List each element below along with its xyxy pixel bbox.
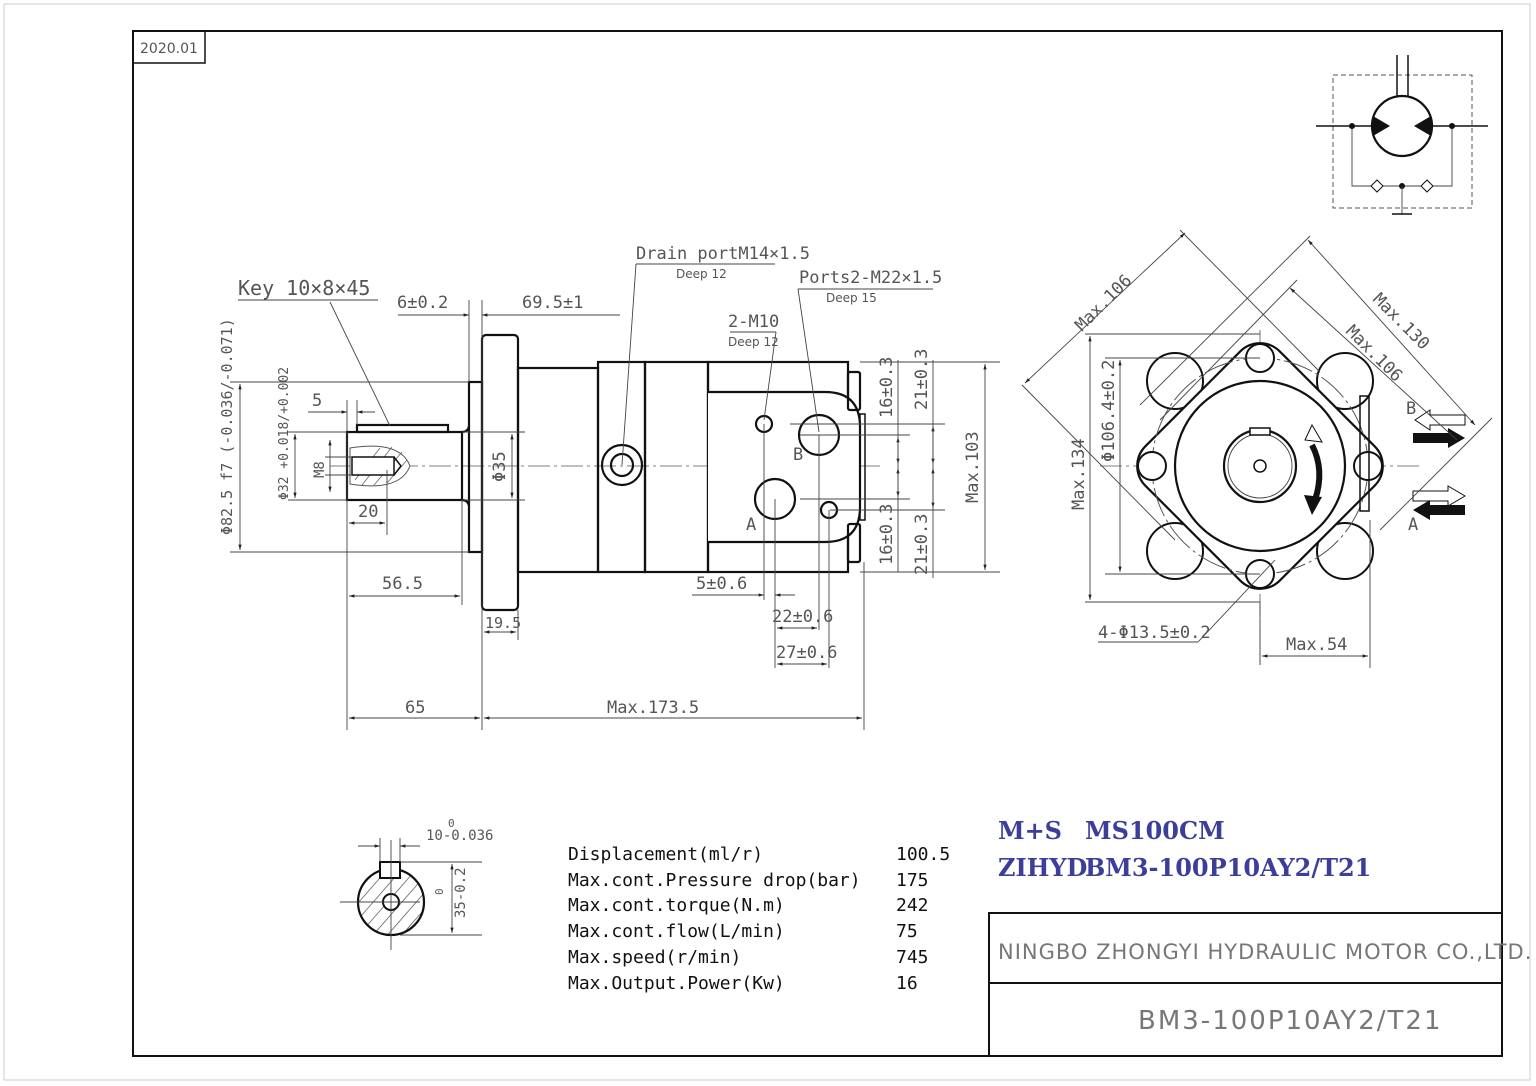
spec-label: Max.cont.Pressure drop(bar) (568, 870, 861, 891)
dim-65: 65 (405, 698, 425, 718)
key-section-view: 0 10-0.036 0 35-0.2 (340, 817, 493, 950)
spec-value: 16 (896, 973, 918, 994)
spec-row: Max.cont.torque(N.m) 242 (568, 895, 929, 916)
dim-max134: Max.134 (1069, 438, 1089, 510)
dim-21-bottom: 21±0.3 (912, 514, 932, 575)
dim-max54: Max.54 (1286, 635, 1347, 655)
spec-value: 242 (896, 895, 929, 916)
dim-dia106: Φ106.4±0.2 (1099, 360, 1119, 462)
drain-deep-label: Deep 12 (676, 267, 727, 281)
dim-20: 20 (358, 502, 378, 522)
spec-row: Max.Output.Power(Kw) 16 (568, 973, 918, 994)
spec-row: Displacement(ml/r) 100.5 (568, 844, 950, 865)
spec-label: Displacement(ml/r) (568, 844, 763, 865)
dim-16-top: 16±0.3 (877, 357, 897, 418)
pilot (467, 380, 484, 554)
dim-5: 5 (312, 391, 322, 411)
brand-1: M+S (998, 816, 1062, 845)
key-width: 10-0.036 (426, 828, 493, 844)
side-view: B A (218, 244, 1000, 730)
front-port-a-label: A (1408, 515, 1418, 535)
date-box (132, 30, 206, 64)
company-name: NINGBO ZHONGYI HYDRAULIC MOTOR CO.,LTD. (998, 940, 1532, 964)
dim-69-5: 69.5±1 (522, 293, 583, 313)
key-label: Key 10×8×45 (238, 276, 370, 300)
dim-32: Φ32 +0.018/+0.002 (277, 367, 292, 500)
part-number: BM3-100P10AY2/T21 (1138, 1006, 1443, 1036)
spec-row: Max.cont.flow(L/min) 75 (568, 921, 918, 942)
spec-value: 745 (896, 947, 929, 968)
spec-value: 75 (896, 921, 918, 942)
port-a-label: A (746, 515, 756, 535)
ports-deep-label: Deep 15 (826, 291, 877, 305)
shaft-thread-section (349, 445, 411, 487)
ports-label: Ports2-M22×1.5 (799, 268, 942, 288)
dim-5-06: 5±0.6 (696, 574, 747, 594)
dim-173-5: Max.173.5 (607, 698, 699, 718)
hydraulic-symbol-icon (1316, 55, 1488, 215)
dim-27: 27±0.6 (776, 643, 837, 663)
spec-label: Max.speed(r/min) (568, 947, 741, 968)
dim-19-5: 19.5 (485, 614, 521, 632)
spec-table: Displacement(ml/r) 100.5 Max.cont.Pressur… (568, 844, 950, 994)
page-border (3, 3, 1531, 1081)
dim-103: Max.103 (963, 431, 983, 503)
dim-holes: 4-Φ13.5±0.2 (1098, 623, 1211, 643)
key-height-upper: 0 (433, 888, 446, 895)
cross-reference: M+S MS100CM ZIHYD BM3-100P10AY2/T21 (998, 816, 1371, 882)
brand-2: ZIHYD (998, 853, 1087, 882)
dim-82-5: Φ82.5 f7 (-0.036/-0.071) (218, 318, 236, 535)
spec-row: Max.cont.Pressure drop(bar) 175 (568, 870, 929, 891)
dim-21-top: 21±0.3 (912, 349, 932, 410)
drain-port (600, 443, 644, 487)
date-code: 2020.01 (140, 41, 198, 57)
flow-arrows-icon (1412, 409, 1466, 520)
m10-label: 2-M10 (728, 312, 779, 332)
dim-6: 6±0.2 (397, 293, 448, 313)
port-b-label: B (793, 445, 803, 465)
model-1: MS100CM (1085, 816, 1225, 845)
dim-35: Φ35 (490, 451, 510, 482)
key (355, 423, 450, 434)
dim-22: 22±0.6 (772, 607, 833, 627)
rotation-arrow-icon (1304, 423, 1323, 515)
spec-label: Max.cont.flow(L/min) (568, 921, 785, 942)
spec-value: 175 (896, 870, 929, 891)
dim-max106-left: Max.106 (1071, 271, 1136, 336)
front-view: B A Max.106 Max.130 Max.106 Max.134 Φ106… (1021, 229, 1493, 668)
key-height: 35-0.2 (453, 867, 469, 918)
title-block: NINGBO ZHONGYI HYDRAULIC MOTOR CO.,LTD. … (988, 912, 1532, 1057)
dim-m8: M8 (312, 461, 328, 478)
drain-port-label: Drain portM14×1.5 (636, 244, 810, 264)
model-2: BM3-100P10AY2/T21 (1085, 853, 1371, 882)
spec-label: Max.Output.Power(Kw) (568, 973, 785, 994)
key-width-upper: 0 (448, 817, 455, 830)
spec-label: Max.cont.torque(N.m) (568, 895, 785, 916)
m10-deep-label: Deep 12 (728, 335, 779, 349)
spec-value: 100.5 (896, 844, 950, 865)
spec-row: Max.speed(r/min) 745 (568, 947, 929, 968)
dim-56-5: 56.5 (382, 574, 423, 594)
dim-16-bottom: 16±0.3 (877, 504, 897, 565)
drawing-frame (132, 30, 1503, 1057)
